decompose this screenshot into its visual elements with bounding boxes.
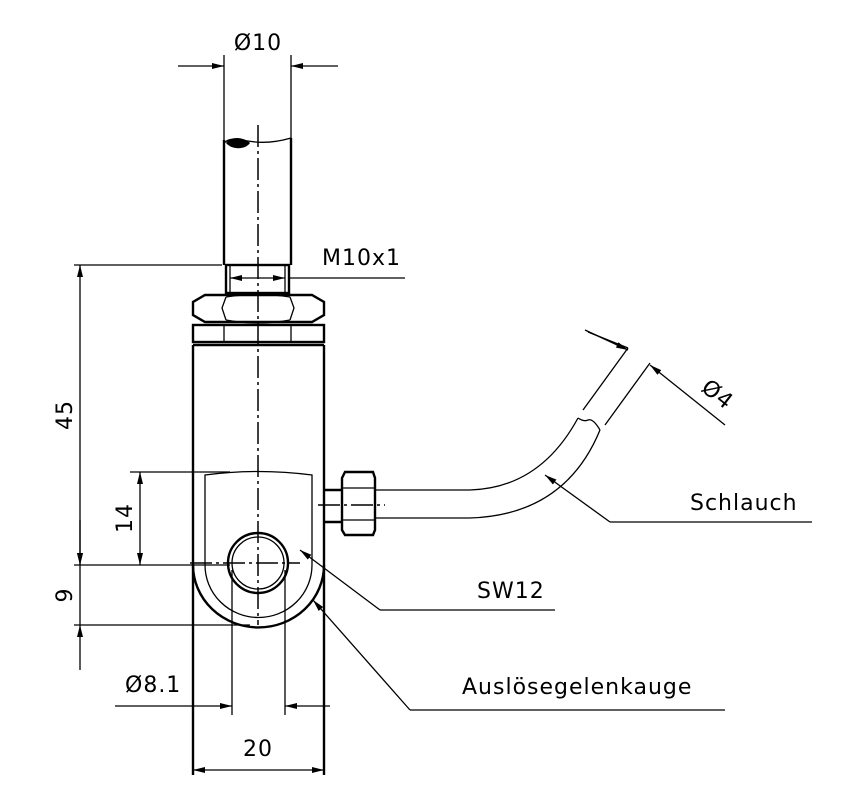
- dim-slot-height: 14: [113, 471, 230, 565]
- dim-hose-diameter: Ø4: [584, 329, 738, 426]
- dim-label-thread: M10x1: [322, 246, 401, 271]
- callout-label-sw: SW12: [477, 579, 545, 604]
- dim-label-bore: Ø8.1: [125, 673, 181, 698]
- hose: [375, 347, 651, 519]
- thread: [224, 263, 291, 295]
- dim-label-offset: 9: [53, 588, 78, 603]
- hose-fitting: [318, 470, 385, 537]
- callout-label-eye: Auslösegelenkauge: [462, 675, 692, 700]
- dim-rod-diameter: Ø10: [178, 31, 338, 140]
- body: [191, 343, 326, 775]
- dim-label-height: 45: [53, 400, 78, 430]
- dim-label-slot: 14: [113, 503, 138, 533]
- dim-total-height: 45: [53, 264, 230, 566]
- dim-label-hose: Ø4: [696, 375, 738, 415]
- dim-bore-diameter: Ø8.1: [115, 673, 330, 709]
- callout-wrench-size: SW12: [299, 549, 555, 611]
- washer: [191, 323, 326, 344]
- hex-nut: [191, 293, 326, 324]
- dim-thread: M10x1: [230, 246, 405, 281]
- callout-eye: Auslösegelenkauge: [312, 599, 725, 711]
- dim-label-rod: Ø10: [234, 31, 282, 56]
- dim-eye-offset: 9: [53, 520, 250, 670]
- callout-hose: Schlauch: [544, 474, 812, 523]
- dim-label-width: 20: [243, 737, 273, 762]
- dim-body-width: 20: [193, 737, 324, 773]
- rod: [222, 137, 293, 265]
- callout-label-hose: Schlauch: [690, 491, 798, 516]
